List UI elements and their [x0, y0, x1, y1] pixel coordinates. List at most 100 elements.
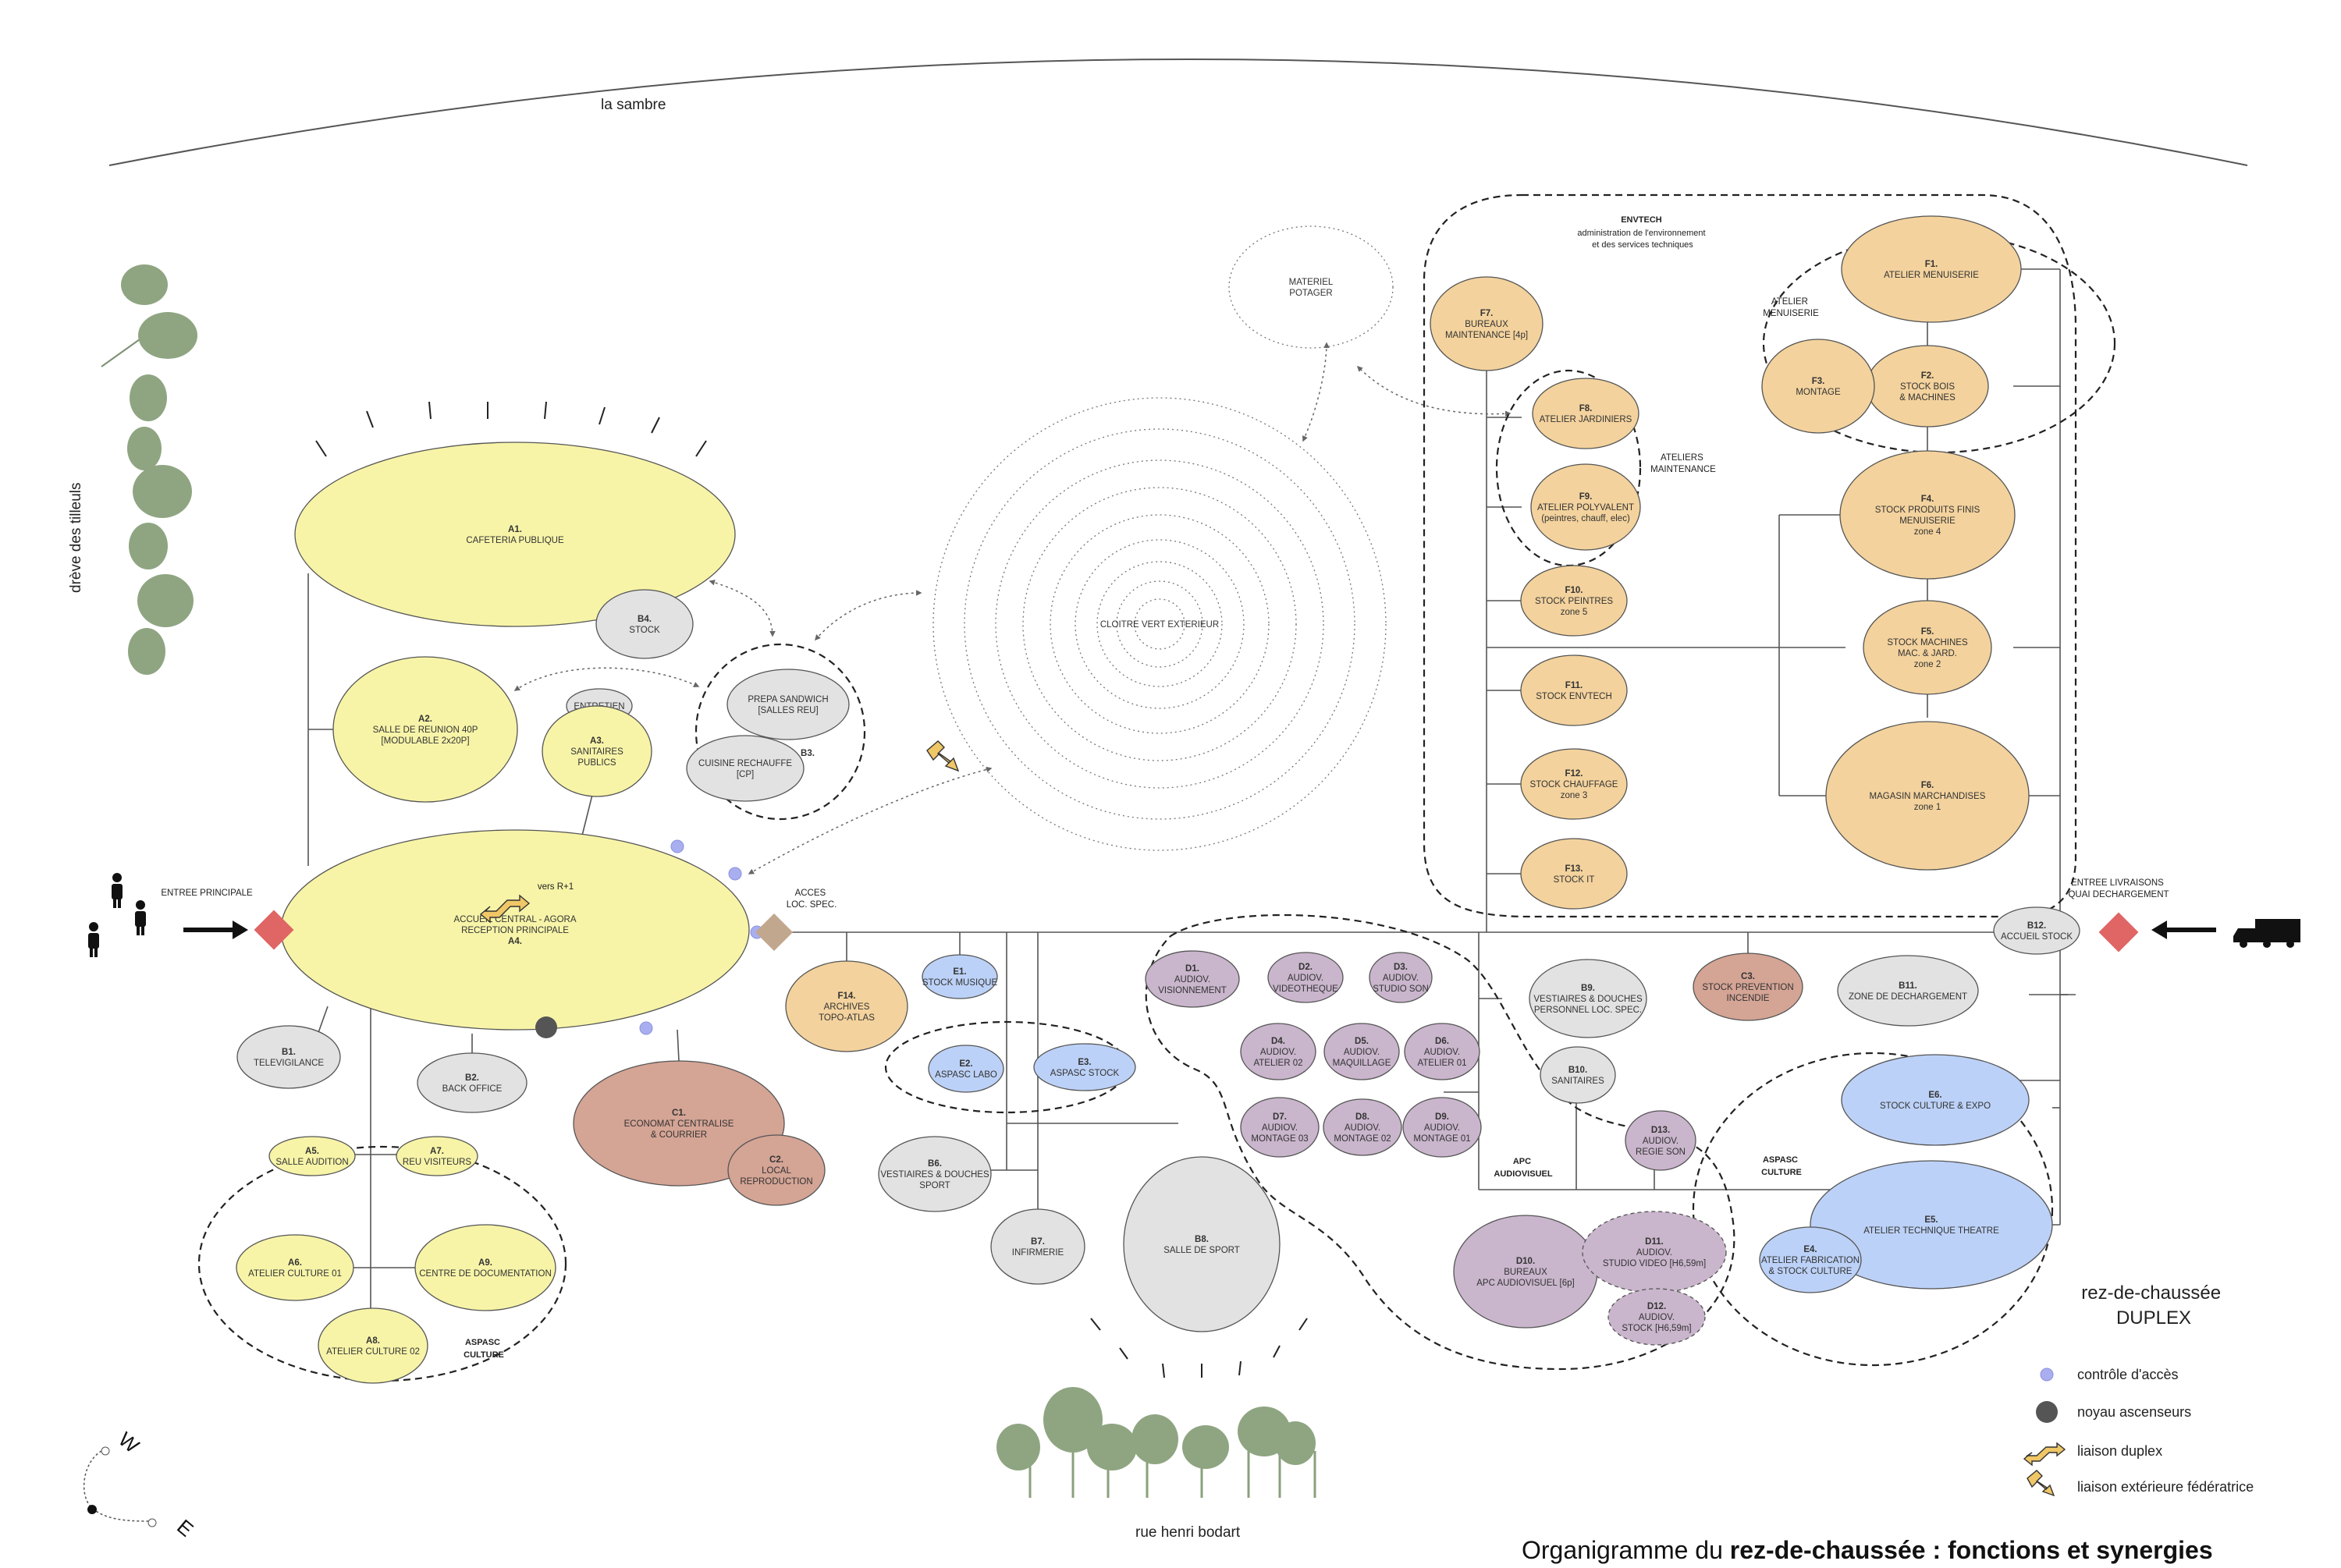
access-loc-diamond[interactable] [755, 913, 794, 952]
street-label: rue henri bodart [1135, 1524, 1241, 1541]
node-cl: CLOITRE VERT EXTERIEUR [1100, 620, 1219, 630]
node-b1-label: B1.TELEVIGILANCE [254, 1048, 324, 1068]
node-b3b-label: CUISINE RECHAUFFE[CP] [698, 759, 792, 779]
node-f5-shape [1863, 600, 1992, 695]
apc-outline [1145, 913, 1735, 1371]
node-d11: D11.AUDIOV.STUDIO VIDEO [H6,59m] [1582, 1211, 1727, 1293]
node-f3: F3.MONTAGE [1761, 339, 1875, 434]
node-b9-shape [1529, 959, 1647, 1038]
node-d7-shape [1240, 1097, 1320, 1158]
node-d1: D1.AUDIOV.VISIONNEMENT [1145, 950, 1240, 1008]
node-f2-label: F2.STOCK BOIS& MACHINES [1899, 371, 1956, 403]
node-e2: E2.ASPASC LABO [928, 1045, 1004, 1093]
node-b11-shape [1837, 955, 1979, 1027]
node-b3a-shape [726, 669, 850, 740]
node-a1: A1.CAFETERIA PUBLIQUE [294, 442, 736, 627]
node-f13-shape [1520, 838, 1628, 910]
node-d11-shape [1582, 1211, 1727, 1293]
node-f9-label: F9.ATELIER POLYVALENT(peintres, chauff, … [1537, 492, 1634, 523]
main-entrance-arrow [183, 921, 248, 939]
node-b10-shape [1540, 1046, 1616, 1104]
node-c2-shape [727, 1134, 826, 1206]
legend-external-text: liaison extérieure fédératrice [2077, 1479, 2254, 1495]
node-a5-label: A5.SALLE AUDITION [275, 1147, 348, 1167]
delivery-entrance-diamond[interactable] [2098, 912, 2139, 953]
cloister [932, 397, 1387, 851]
node-d7: D7.AUDIOV.MONTAGE 03 [1240, 1097, 1320, 1158]
aspasc-left-group-label: ASPASC CULTURE [464, 1338, 504, 1360]
node-a3-shape [542, 705, 652, 797]
node-d5: D5.AUDIOV.MAQUILLAGE [1323, 1023, 1400, 1080]
main-entrance-diamond[interactable] [254, 910, 294, 950]
node-f11: F11.STOCK ENVTECH [1520, 655, 1628, 726]
node-c1-label: C1.ECONOMAT CENTRALISE& COURRIER [624, 1109, 734, 1140]
node-e2-shape [928, 1045, 1004, 1093]
node-d3: D3.AUDIOV.STUDIO SON [1369, 952, 1433, 1003]
node-d5-label: D5.AUDIOV.MAQUILLAGE [1333, 1037, 1391, 1068]
river-label: la sambre [601, 97, 666, 113]
node-a2: A2.SALLE DE REUNION 40P[MODULABLE 2x20P] [332, 656, 518, 803]
people-icon [88, 873, 146, 957]
maintenance-group-label: ATELIERS MAINTENANCE [1650, 453, 1716, 474]
node-d1-label: D1.AUDIOV.VISIONNEMENT [1158, 964, 1227, 995]
potager-circle [1228, 225, 1394, 349]
node-f3-label: F3.MONTAGE [1796, 377, 1841, 397]
node-d8: D8.AUDIOV.MONTAGE 02 [1323, 1098, 1402, 1156]
node-a1-shape [294, 442, 736, 627]
node-c1: C1.ECONOMAT CENTRALISE& COURRIER [573, 1060, 785, 1187]
node-f12-shape [1520, 748, 1628, 820]
tree-lane-label: drève des tilleuls [68, 482, 84, 593]
node-b8: B8.SALLE DE SPORT [1123, 1156, 1281, 1332]
node-a5: A5.SALLE AUDITION [268, 1136, 356, 1176]
svg-text:E: E [172, 1515, 198, 1541]
node-b3-label: B3. [801, 749, 815, 758]
node-b7-shape [990, 1208, 1085, 1285]
node-f3-shape [1761, 339, 1875, 434]
node-b3b: CUISINE RECHAUFFE[CP] [686, 735, 805, 802]
aspasc-right-group-label: ASPASC CULTURE [1761, 1155, 1802, 1177]
node-b10-label: B10.SANITAIRES [1551, 1066, 1604, 1086]
legend-access-text: contrôle d'accès [2077, 1367, 2179, 1382]
elevator-core [535, 1016, 557, 1038]
node-b11-label: B11.ZONE DE DECHARGEMENT [1849, 981, 1967, 1002]
node-f1-label: F1.ATELIER MENUISERIE [1884, 260, 1979, 280]
node-f9-shape [1530, 463, 1641, 551]
node-d4: D4.AUDIOV.ATELIER 02 [1240, 1023, 1316, 1080]
legend-external-icon [2027, 1470, 2055, 1497]
node-e5-shape [1810, 1160, 2053, 1290]
node-d12-shape [1607, 1288, 1706, 1346]
external-link-icon [926, 740, 960, 772]
node-d6-label: D6.AUDIOV.ATELIER 01 [1417, 1037, 1466, 1068]
node-e5: E5.ATELIER TECHNIQUE THEATRE [1810, 1160, 2053, 1290]
node-b3a-label: PREPA SANDWICH[SALLES REU] [748, 695, 828, 715]
node-f9: F9.ATELIER POLYVALENT(peintres, chauff, … [1530, 463, 1641, 551]
node-f1: F1.ATELIER MENUISERIE [1841, 215, 2022, 323]
node-b12-label: B12.ACCUEIL STOCK [2001, 921, 2073, 942]
node-e4-shape [1759, 1226, 1862, 1293]
node-f11-shape [1520, 655, 1628, 726]
node-d13: D13.AUDIOV.REGIE SON [1625, 1110, 1696, 1171]
node-a9-label: A9.CENTRE DE DOCUMENTATION [419, 1258, 552, 1279]
truck-icon [2233, 919, 2300, 948]
node-b4-shape [595, 589, 694, 659]
node-b10: B10.SANITAIRES [1540, 1046, 1616, 1104]
node-f2: F2.STOCK BOIS& MACHINES [1866, 345, 1989, 427]
node-d2: D2.AUDIOV.VIDEOTHEQUE [1267, 952, 1344, 1003]
dotted-links [513, 342, 1512, 874]
node-a6-label: A6.ATELIER CULTURE 01 [248, 1258, 342, 1279]
menuiserie-group-label: ATELIER MENUISERIE [1763, 297, 1819, 318]
node-e3-label: E3.ASPASC STOCK [1050, 1058, 1120, 1078]
